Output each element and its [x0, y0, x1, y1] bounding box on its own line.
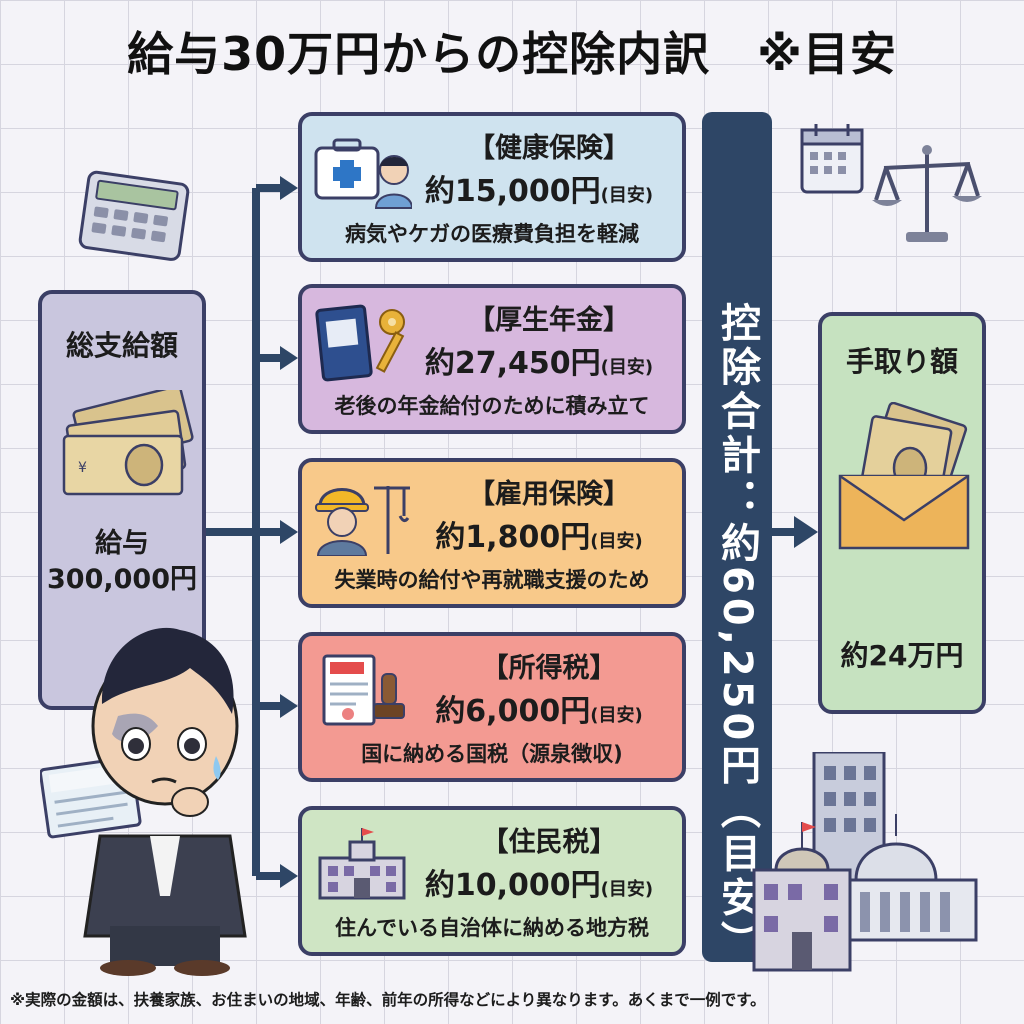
deduction-card-pension: 【厚生年金】 約27,450円(目安) 老後の年金給付のために積み立て: [298, 284, 686, 434]
deduction-card-resident-tax: 【住民税】 約10,000円(目安) 住んでいる自治体に納める地方税: [298, 806, 686, 956]
tax-document-stamp-icon: [322, 654, 405, 726]
city-hall-icon: [318, 828, 406, 900]
take-home-value: 約24万円: [840, 639, 964, 672]
footnote: ※実際の金額は、扶養家族、お住まいの地域、年齢、前年の所得などにより異なります。…: [10, 991, 766, 1009]
deduction-amount: 約10,000円(目安): [402, 860, 676, 904]
take-home-label: 手取り額: [845, 345, 958, 378]
first-aid-kit-icon: [314, 138, 412, 209]
total-deduction-text: 控除合計：約60,250円（目安）: [714, 302, 760, 965]
gross-pay-amount: 給与 300,000円: [42, 526, 202, 598]
deduction-card-health-insurance: 【健康保険】 約15,000円(目安) 病気やケガの医療費負担を軽減: [298, 112, 686, 262]
deduction-amount: 約27,450円(目安): [402, 338, 676, 382]
page-title: 給与30万円からの控除内訳 ※目安: [127, 27, 897, 81]
cash-envelope-icon: [838, 402, 970, 550]
deduction-description: 失業時の給付や再就職支援のため: [334, 568, 650, 592]
deduction-amount-note: (目安): [600, 879, 654, 900]
deduction-name: 【住民税】: [481, 827, 617, 858]
deduction-amount-value: 約1,800円: [435, 520, 591, 555]
gross-pay-box: 総支給額 ¥ 給与 300,000円: [38, 290, 206, 710]
deduction-name: 【健康保険】: [468, 133, 630, 164]
deduction-card-income-tax: 【所得税】 約6,000円(目安) 国に納める国税（源泉徴収): [298, 632, 686, 782]
deduction-amount-note: (目安): [600, 185, 654, 206]
deduction-amount-note: (目安): [590, 705, 643, 726]
gross-pay-label: 総支給額: [65, 329, 178, 362]
gross-pay-value: 300,000円: [47, 564, 197, 595]
deduction-amount: 約15,000円(目安): [402, 166, 676, 210]
take-home-box: 手取り額 約24万円: [818, 312, 986, 714]
deduction-amount-value: 約27,450円: [424, 346, 601, 381]
government-buildings-icon: [752, 752, 978, 972]
deduction-name: 【雇用保険】: [468, 479, 630, 510]
deduction-description: 病気やケガの医療費負担を軽減: [345, 222, 639, 246]
deduction-description: 老後の年金給付のために積み立て: [334, 394, 650, 418]
balance-scale-icon: [872, 145, 982, 242]
gross-pay-sub-label: 給与: [95, 528, 149, 559]
deduction-amount-note: (目安): [590, 531, 643, 552]
deduction-description: 国に納める国税（源泉徴収): [361, 742, 623, 766]
deduction-description: 住んでいる自治体に納める地方税: [335, 916, 649, 940]
svg-text:¥: ¥: [78, 460, 87, 476]
deduction-amount: 約1,800円(目安): [402, 512, 676, 556]
deduction-amount-note: (目安): [600, 357, 654, 378]
deduction-name: 【所得税】: [481, 653, 617, 684]
cash-bills-icon: ¥: [62, 390, 194, 496]
construction-worker-icon: [315, 486, 410, 556]
deduction-amount-value: 約10,000円: [424, 868, 601, 903]
calendar-icon: [800, 124, 864, 194]
deduction-amount-value: 約6,000円: [435, 694, 591, 729]
deduction-name: 【厚生年金】: [468, 305, 630, 336]
total-deduction-pillar: 控除合計：約60,250円（目安）: [702, 112, 772, 965]
worried-man-icon: [40, 627, 247, 976]
deduction-amount-value: 約15,000円: [424, 174, 601, 209]
pension-book-key-icon: [315, 304, 405, 382]
deduction-card-employment-insurance: 【雇用保険】 約1,800円(目安) 失業時の給付や再就職支援のため: [298, 458, 686, 608]
calculator-icon: [78, 170, 190, 261]
deduction-amount: 約6,000円(目安): [402, 686, 676, 730]
